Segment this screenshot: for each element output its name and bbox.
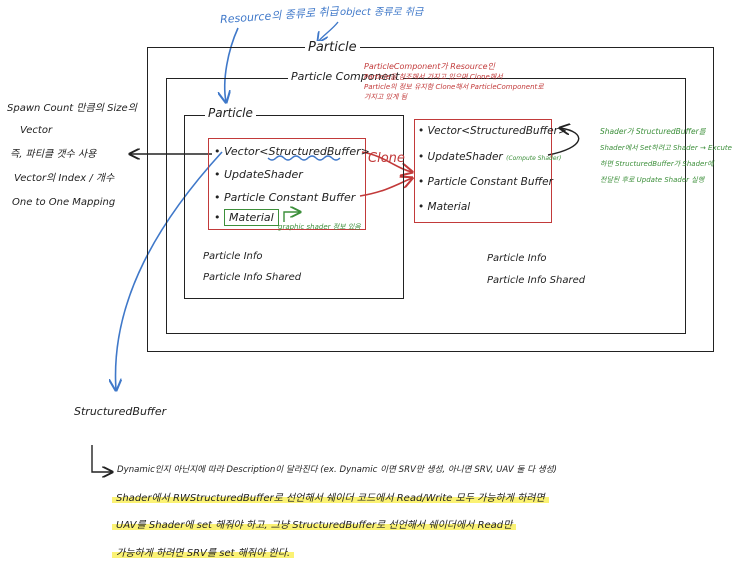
particle-component-box xyxy=(166,78,686,334)
inner-info: Particle Info xyxy=(203,251,263,262)
outer-particle-title: Particle xyxy=(305,41,360,54)
right-note-line: Shader가 StructuredBuffer를 xyxy=(600,127,706,136)
right-note-line: 하면 StructuredBuffer가 Shader에 xyxy=(600,160,714,168)
particle-component-title: Particle Component xyxy=(288,71,403,82)
inner-info-shared: Particle Info Shared xyxy=(203,272,302,283)
inner-item-material-label: Material xyxy=(224,209,279,226)
material-green-arrow xyxy=(283,212,300,222)
inner-item-updateshader-label: UpdateShader xyxy=(224,168,303,181)
clone-item-constant-buffer: • Particle Constant Buffer xyxy=(418,176,553,188)
structuredbuffer-line-2-text: Shader에서 RWStructuredBuffer로 선언해서 쉐이더 코드… xyxy=(112,493,549,504)
inner-item-vector: • Vector<StructuredBuffer> xyxy=(214,145,370,158)
structuredbuffer-line-3-text: UAV를 Shader에 set 해줘야 하고, 그냥 StructuredBu… xyxy=(112,520,517,531)
right-note-bracket xyxy=(547,128,580,156)
component-note-line: ParticleComponent가 Resource인 xyxy=(364,62,495,71)
cloned-red-box xyxy=(414,119,552,223)
structuredbuffer-squiggle xyxy=(267,155,341,161)
structuredbuffer-line-1: Dynamic인지 아닌지에 따라 Description이 달라진다 (ex.… xyxy=(117,465,557,475)
inner-item-vector-label: Vector<StructuredBuffer> xyxy=(224,145,370,158)
component-note-line: Particle을 참조해서 가지고 있으며 Clone해서 xyxy=(364,73,503,81)
structured-elbow-arrow xyxy=(91,445,112,472)
structuredbuffer-title: StructuredBuffer xyxy=(74,405,167,418)
clone-arrow-top xyxy=(361,151,412,172)
left-note-line: Spawn Count 만큼의 Size의 xyxy=(7,103,137,114)
compute-shader-note: (Compute Shader) xyxy=(506,155,562,162)
component-note: ParticleComponent가 Resource인 Particle을 참… xyxy=(364,63,544,101)
component-info: Particle Info xyxy=(487,253,547,264)
structuredbuffer-line-4: 가능하게 하려면 SRV를 set 해줘야 한다. xyxy=(112,548,295,559)
clone-item-updateshader: • UpdateShader (Compute Shader) xyxy=(418,151,562,163)
clone-item-vector-label: Vector<StructuredBuffer> xyxy=(427,125,567,137)
component-note-line: Particle의 정보 유지함 Clone해서 ParticleCompone… xyxy=(364,83,544,91)
inner-item-constant-buffer-label: Particle Constant Buffer xyxy=(224,191,356,204)
inner-particle-box xyxy=(184,115,404,299)
right-note-line: Shader에서 Set하려고 Shader → Excute xyxy=(600,144,732,152)
clone-item-material-label: Material xyxy=(427,201,471,213)
inner-item-material: • Material xyxy=(214,209,279,226)
inner-item-constant-buffer: • Particle Constant Buffer xyxy=(214,191,356,204)
structuredbuffer-line-3: UAV를 Shader에 set 해줘야 하고, 그냥 StructuredBu… xyxy=(112,520,517,531)
inner-resource-red-box xyxy=(208,138,366,230)
resource-arrow xyxy=(225,27,239,102)
structuredbuffer-long-arrow xyxy=(116,151,223,390)
structuredbuffer-line-4-text: 가능하게 하려면 SRV를 set 해줘야 한다. xyxy=(112,548,295,559)
outer-particle-box xyxy=(147,47,714,352)
clone-item-vector: • Vector<StructuredBuffer> xyxy=(418,125,567,137)
left-note-line: 즉, 파티클 갯수 사용 xyxy=(10,149,97,160)
inner-particle-title: Particle xyxy=(205,107,256,119)
inner-item-updateshader: • UpdateShader xyxy=(214,168,303,181)
clone-item-updateshader-label: UpdateShader xyxy=(427,151,503,163)
right-note-line: 전달된 후로 Update Shader 실행 xyxy=(600,176,705,184)
clone-item-material: • Material xyxy=(418,201,471,213)
left-note-line: Vector xyxy=(20,125,53,136)
clone-item-constant-buffer-label: Particle Constant Buffer xyxy=(427,176,553,188)
object-arrow xyxy=(318,21,339,42)
left-note-line: One to One Mapping xyxy=(12,197,116,208)
clone-label: Clone xyxy=(368,151,405,166)
component-info-shared: Particle Info Shared xyxy=(487,275,586,286)
left-note-line: Vector의 Index / 개수 xyxy=(14,173,115,184)
component-note-line: 가지고 있게 됨 xyxy=(364,93,408,101)
structuredbuffer-line-2: Shader에서 RWStructuredBuffer로 선언해서 쉐이더 코드… xyxy=(112,493,549,504)
material-note: graphic shader 정보 있음 xyxy=(278,223,361,231)
object-note: object 종류로 취급 xyxy=(340,7,424,18)
